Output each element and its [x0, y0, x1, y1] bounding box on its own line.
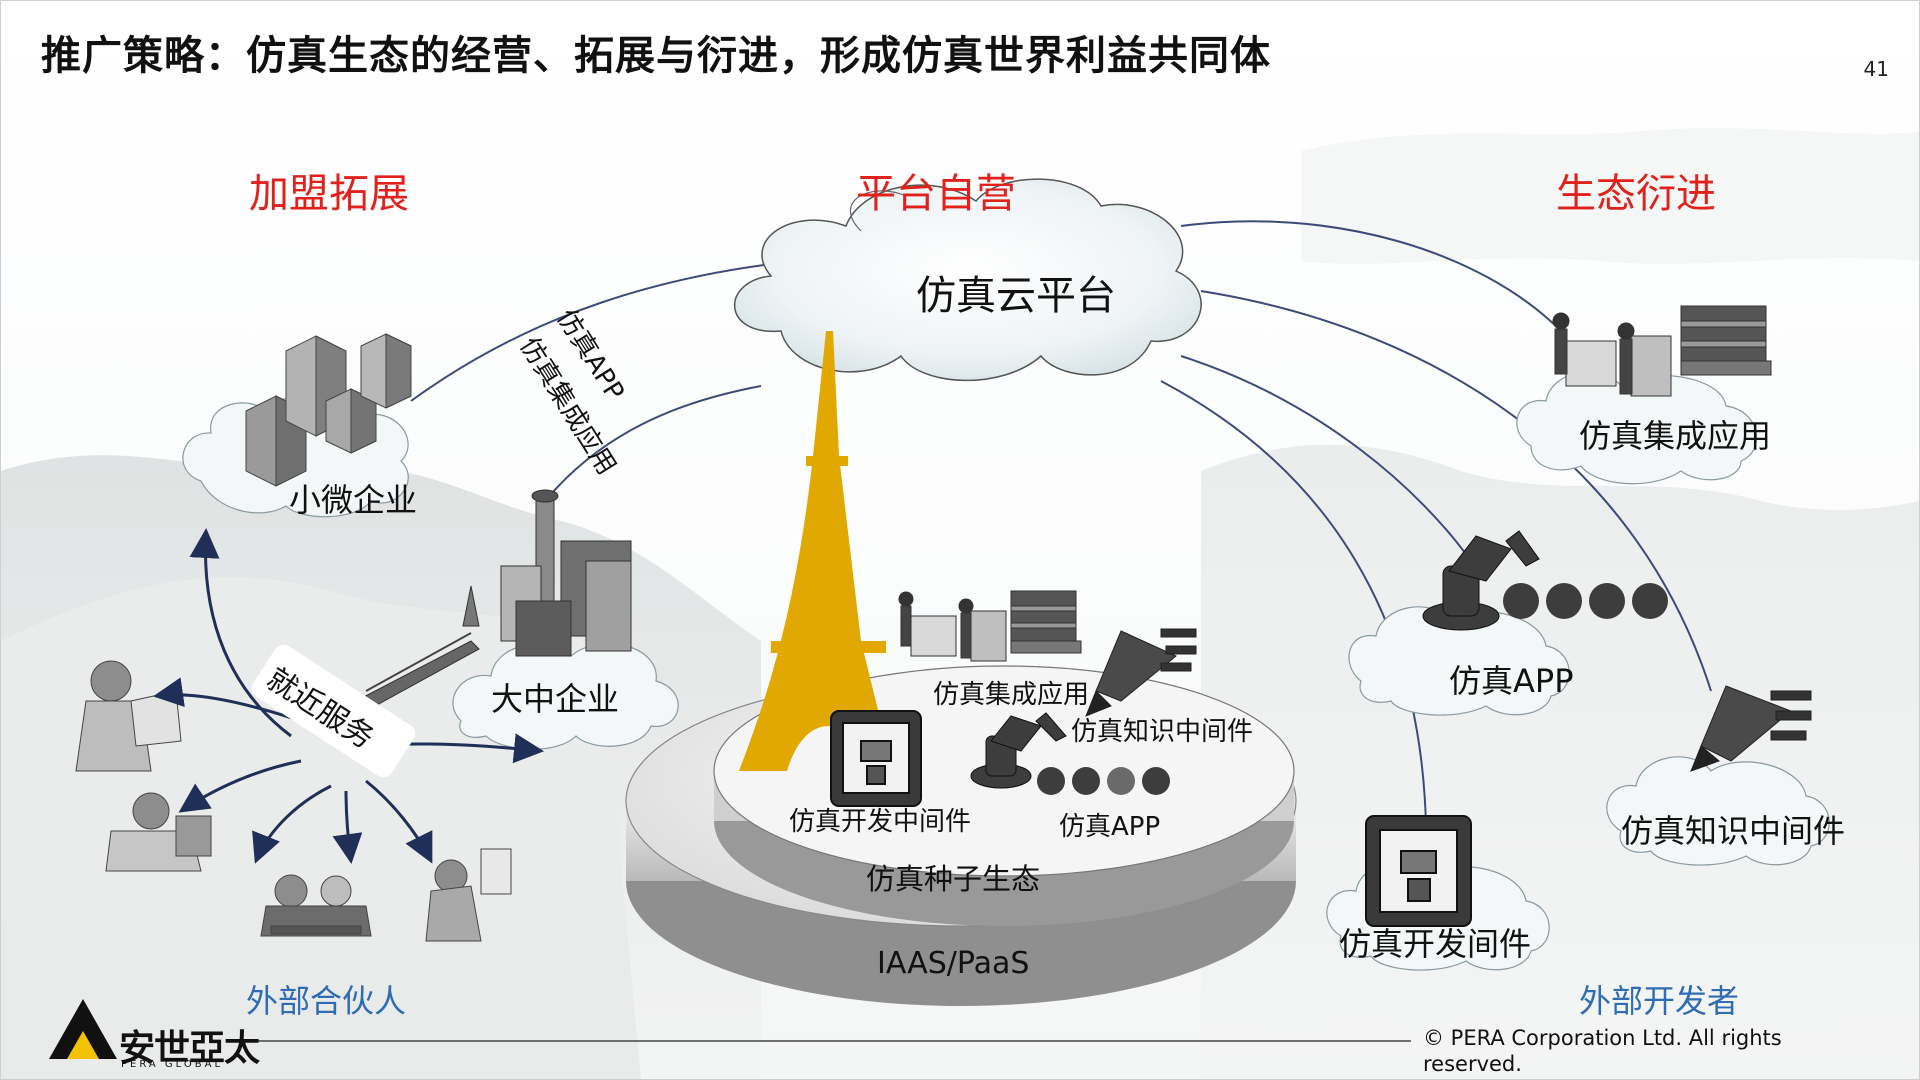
- center-dev-middleware-label: 仿真开发中间件: [789, 807, 972, 837]
- copyright-notice: © PERA Corporation Ltd. All rights reser…: [1423, 1026, 1782, 1076]
- small-enterprise-label: 小微企业: [289, 481, 418, 519]
- developers-label: 外部开发者: [1579, 982, 1740, 1020]
- machine-illustration: [1552, 305, 1772, 397]
- logo-text: 安世亞太: [119, 1028, 260, 1069]
- partner-figures: [75, 660, 512, 942]
- center-knowledge-label: 仿真知识中间件: [1071, 717, 1254, 747]
- slide-title: 推广策略：仿真生态的经营、拓展与衍进，形成仿真世界利益共同体: [41, 33, 1271, 79]
- service-arrows: [153, 528, 544, 864]
- heading-alliance: 加盟拓展: [249, 171, 409, 217]
- partners-label: 外部合伙人: [246, 982, 407, 1020]
- center-integration-label: 仿真集成应用: [933, 680, 1090, 710]
- printer-illustration: [830, 710, 1472, 927]
- logo-mark: [49, 999, 117, 1059]
- logo-subtext: PERA GLOBAL: [121, 1059, 224, 1070]
- page-number: 41: [1863, 57, 1889, 81]
- heading-ecosystem: 生态衍进: [1556, 171, 1716, 217]
- right-knowledge-label: 仿真知识中间件: [1621, 812, 1846, 850]
- right-dev-component-label: 仿真开发间件: [1339, 925, 1532, 963]
- right-integration-label: 仿真集成应用: [1579, 417, 1772, 455]
- tower-illustration: [739, 331, 893, 771]
- center-machine-illustration: [898, 590, 1082, 662]
- infrastructure-label: IAAS/PaaS: [877, 946, 1030, 981]
- heading-platform: 平台自营: [856, 171, 1016, 217]
- pencil-illustration: [1085, 628, 1812, 772]
- center-app-label: 仿真APP: [1059, 812, 1161, 842]
- factory-illustration: [355, 489, 632, 712]
- robot-arm-illustration: [970, 530, 1540, 789]
- buildings-illustration: [245, 333, 412, 487]
- large-enterprise-label: 大中企业: [491, 680, 620, 718]
- seed-ecosystem-label: 仿真种子生态: [866, 862, 1041, 896]
- right-app-label: 仿真APP: [1449, 662, 1574, 700]
- app-icon-circles: [1037, 583, 1668, 795]
- cloud-platform-shape: [733, 178, 1202, 382]
- cloud-platform-label: 仿真云平台: [916, 273, 1116, 319]
